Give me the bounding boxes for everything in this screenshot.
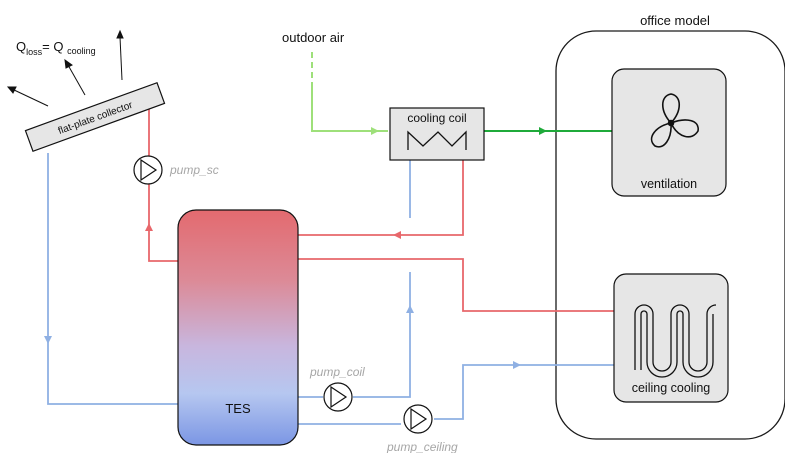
tes-tank [177, 209, 299, 446]
pump-ceiling-label: pump_ceiling [386, 440, 458, 453]
coil-return-pipe [298, 160, 464, 236]
ceiling-cooling-serpentine-inner [640, 310, 714, 378]
collector-supply-arrow [44, 336, 52, 344]
ceiling-cooling-label: ceiling cooling [632, 381, 711, 395]
office-model-box [555, 30, 785, 440]
coil-supply-arrow [406, 305, 414, 313]
pump-coil-icon [323, 382, 353, 412]
outdoor-air-line [311, 86, 388, 132]
outdoor-air-label: outdoor air [282, 30, 345, 45]
ceiling-cooling-serpentine-icon [634, 304, 717, 372]
flat-plate-collector: flat-plate collector [24, 81, 166, 153]
ceiling-supply-arrow [513, 361, 521, 369]
pump-ceiling-icon [403, 404, 433, 434]
heat-loss-arrows [6, 29, 124, 107]
collector-return-arrow [145, 223, 153, 231]
heat-balance-equation: Qloss= Q cooling [16, 39, 96, 57]
supply-air-arrow [539, 127, 547, 135]
air-inlet-arrow [371, 127, 379, 135]
fan-icon [650, 93, 699, 148]
coil-supply-pipe-2 [353, 272, 411, 398]
tes-label: TES [225, 401, 251, 416]
collector-supply-pipe [47, 153, 178, 405]
ventilation-label: ventilation [641, 177, 697, 191]
cooling-coil-box [389, 107, 485, 161]
pump-coil-label: pump_coil [309, 365, 365, 379]
ceiling-supply-pipe-2 [434, 364, 614, 420]
pump-sc-label: pump_sc [169, 163, 219, 177]
pump-sc-icon [133, 155, 163, 185]
cooling-coil-label: cooling coil [407, 111, 466, 125]
coil-return-arrow [393, 231, 401, 239]
cooling-coil-zigzag-icon [407, 130, 467, 150]
ventilation-box [611, 68, 727, 197]
office-model-label: office model [640, 13, 710, 28]
ceiling-return-pipe [298, 258, 614, 312]
